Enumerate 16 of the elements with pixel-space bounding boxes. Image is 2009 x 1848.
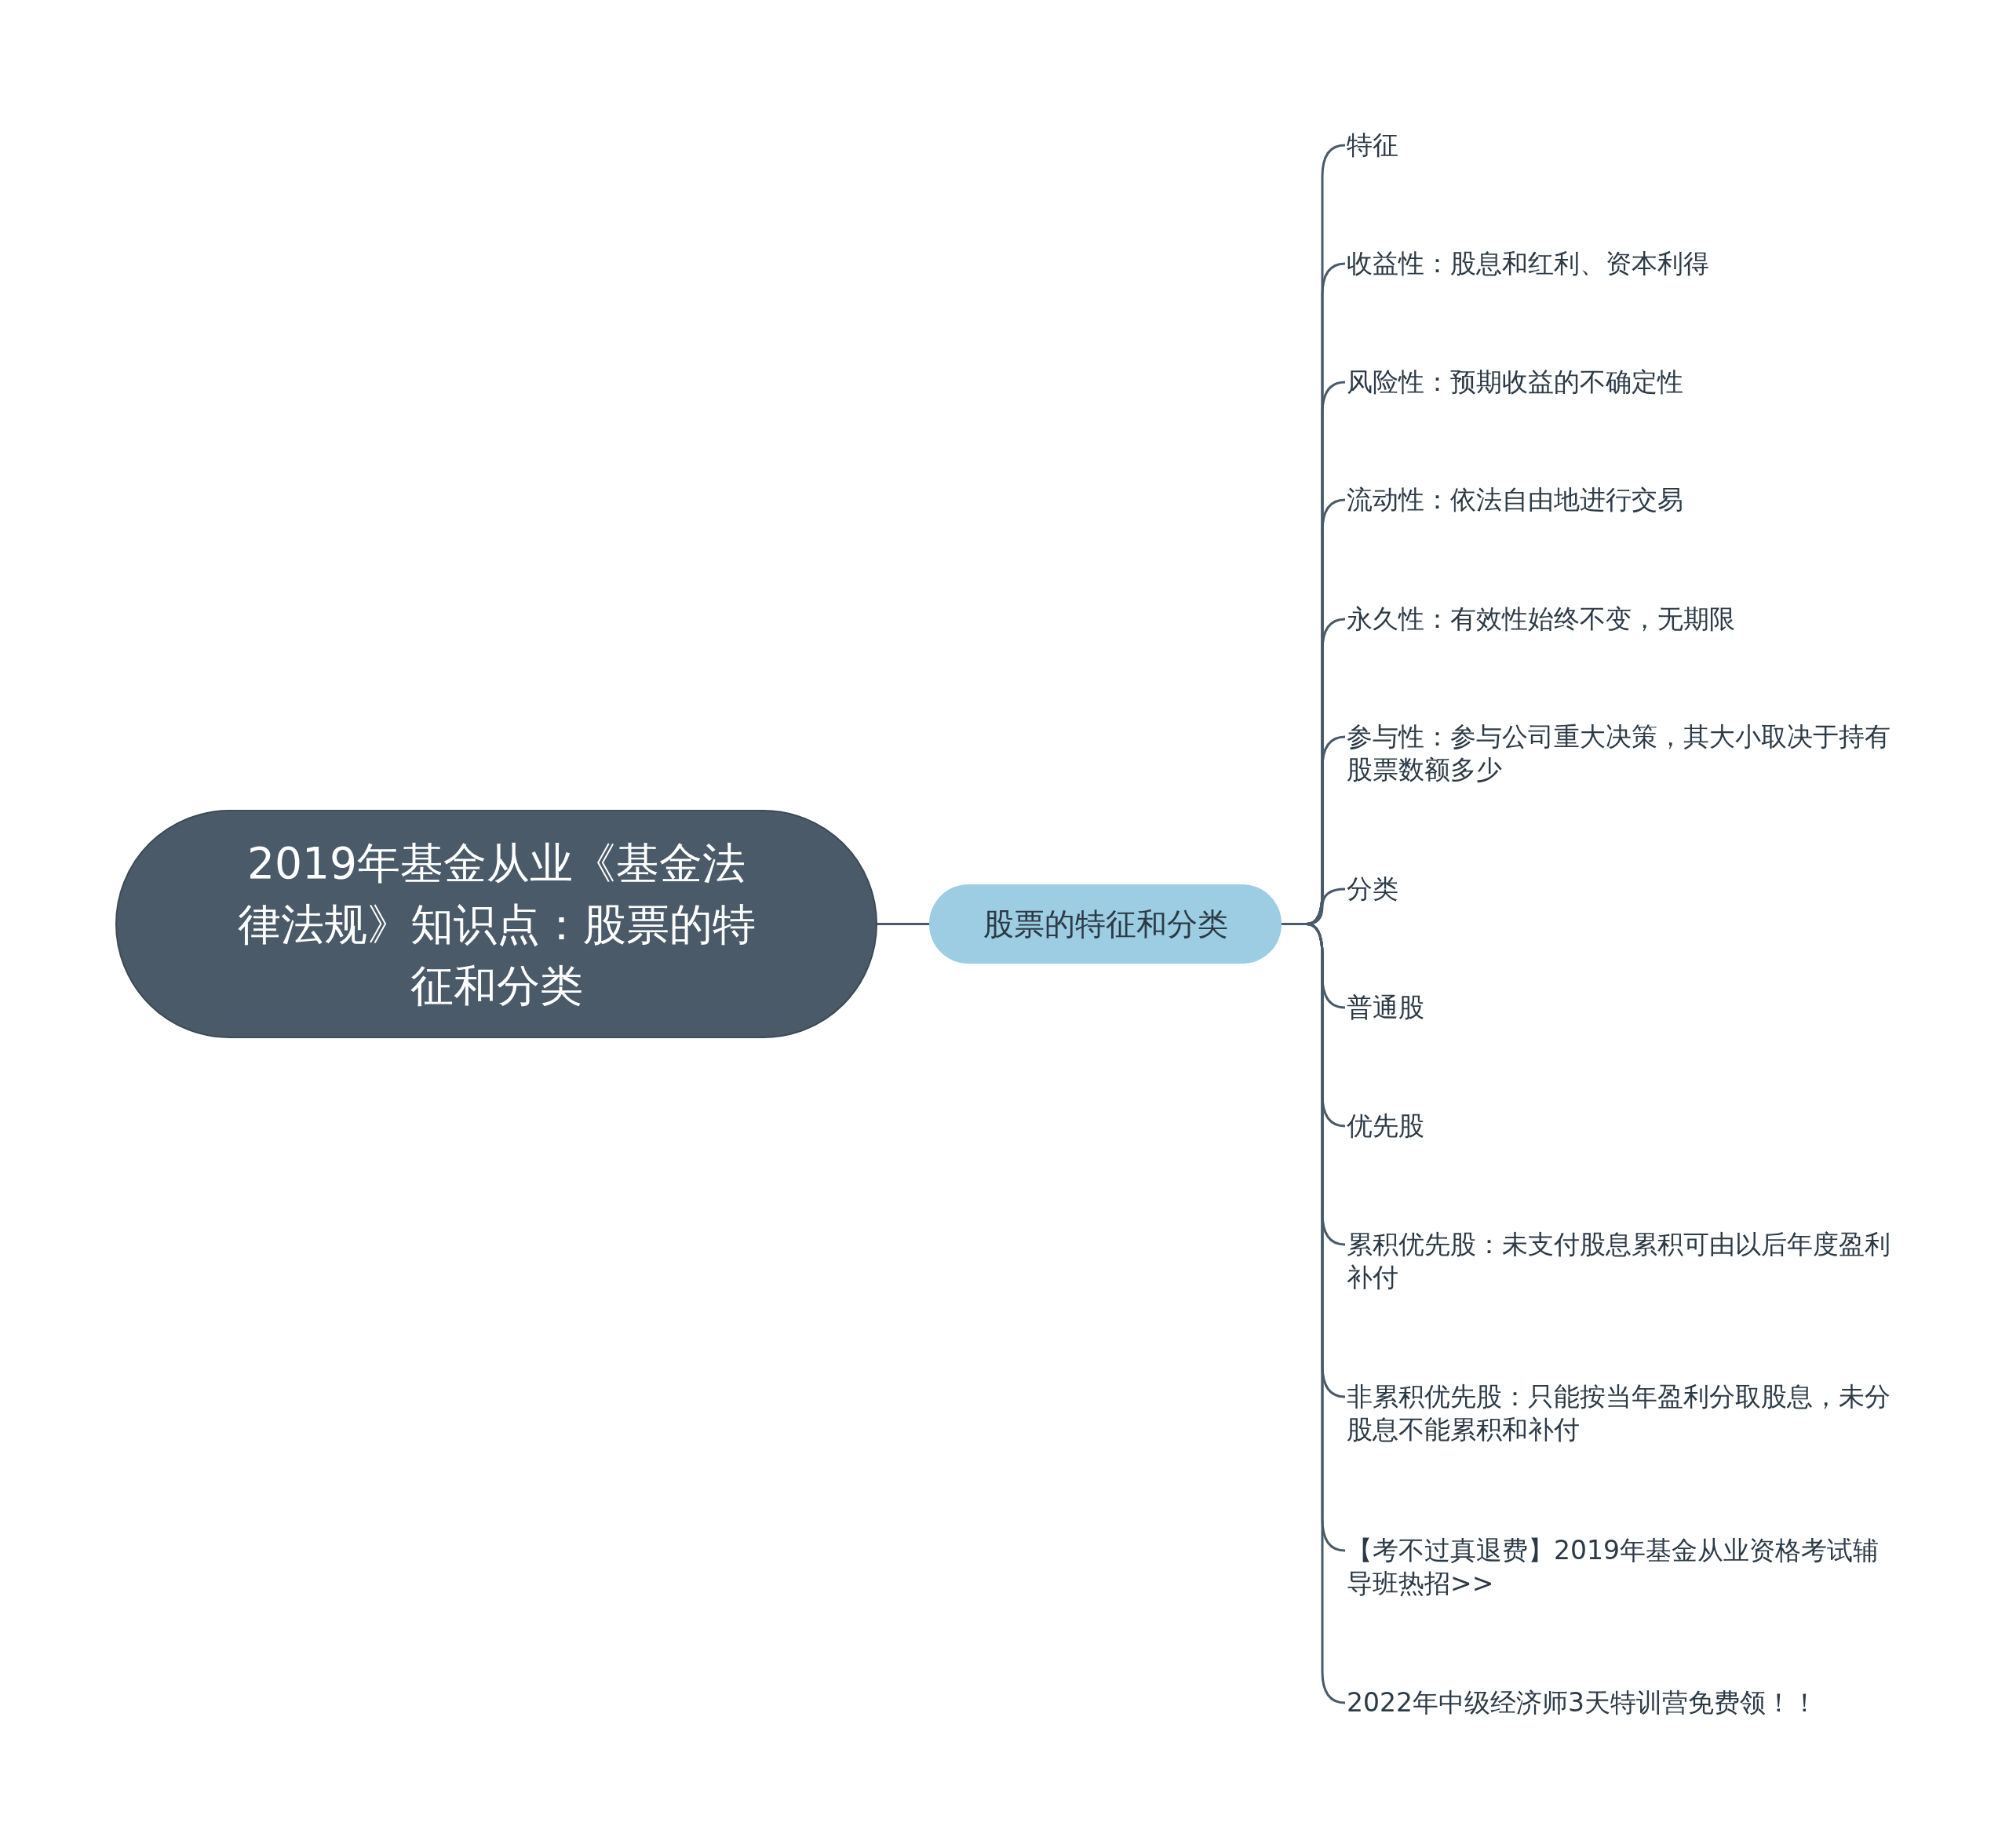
branch-label: 非累积优先股：只能按当年盈利分取股息，未分股息不能累积和补付 xyxy=(1347,1380,1896,1446)
branch-label: 特征 xyxy=(1347,129,1896,162)
branch-label: 流动性：依法自由地进行交易 xyxy=(1347,483,1896,516)
branch-label: 累积优先股：未支付股息累积可由以后年度盈利补付 xyxy=(1347,1228,1896,1294)
root-topic-box: 2019年基金从业《基金法律法规》知识点：股票的特征和分类 xyxy=(115,810,877,1038)
connector-line xyxy=(877,923,929,925)
branch-label: 分类 xyxy=(1347,873,1896,906)
branch-label: 优先股 xyxy=(1347,1110,1896,1143)
topic-box: 股票的特征和分类 xyxy=(929,884,1282,964)
branch-label: 收益性：股息和红利、资本利得 xyxy=(1347,247,1896,280)
branch-label: 普通股 xyxy=(1347,991,1896,1024)
branch-label: 风险性：预期收益的不确定性 xyxy=(1347,366,1896,399)
branch-label: 【考不过真退费】2019年基金从业资格考试辅导班热招>> xyxy=(1347,1534,1896,1600)
branch-label: 2022年中级经济师3天特训营免费领！！ xyxy=(1347,1686,1896,1719)
branch-label: 永久性：有效性始终不变，无期限 xyxy=(1347,603,1896,636)
branch-label: 参与性：参与公司重大决策，其大小取决于持有股票数额多少 xyxy=(1347,720,1896,786)
